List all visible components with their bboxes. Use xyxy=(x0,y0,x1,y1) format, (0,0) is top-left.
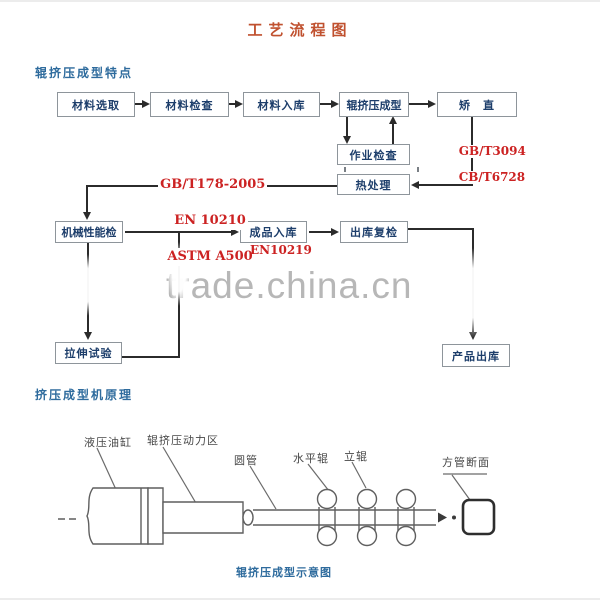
arrowhead-left xyxy=(411,181,419,189)
cylinder-flange xyxy=(148,488,163,544)
arrowhead-down xyxy=(83,212,91,220)
arrowhead-down xyxy=(84,332,92,340)
standards-group-3: EN10219 xyxy=(250,243,312,257)
flow-box-tensile-test: 拉伸试验 xyxy=(55,342,122,364)
leader-round-tube xyxy=(250,466,276,509)
arrowhead-down xyxy=(343,136,351,144)
roller-shafts xyxy=(319,507,414,531)
leader-horizontal-roll xyxy=(308,464,329,491)
flow-box-material-store: 材料入库 xyxy=(243,92,320,117)
arrowhead-right xyxy=(142,100,150,108)
flow-box-product-store: 成品入库 xyxy=(240,221,307,243)
leader-square-section xyxy=(443,474,487,500)
connector-line xyxy=(135,103,143,105)
flow-box-roll-extrusion: 辊挤压成型 xyxy=(339,92,409,117)
connector-line xyxy=(419,184,473,186)
flow-box-mechanical-test: 机械性能检 xyxy=(55,221,123,243)
roller-bottom-3 xyxy=(397,527,416,546)
arrowhead-right xyxy=(331,228,339,236)
flow-box-material-inspect: 材料检查 xyxy=(150,92,229,117)
roller-top-2 xyxy=(358,490,377,509)
section-title-flowchart: 辊挤压成型特点 xyxy=(35,66,134,80)
machine-diagram xyxy=(0,422,600,592)
leader-power-zone xyxy=(163,447,200,510)
label-vertical-roll: 立辊 xyxy=(344,450,368,463)
standard-text: CB/T6728 xyxy=(457,170,527,184)
roller-top-3 xyxy=(397,490,416,509)
connector-line xyxy=(392,124,394,144)
label-square-section: 方管断面 xyxy=(442,456,490,469)
label-round-tube: 圆管 xyxy=(234,454,258,467)
flow-box-operation-check: 作业检查 xyxy=(337,144,410,165)
tube-lines xyxy=(253,510,436,525)
arrowhead-right xyxy=(231,228,239,236)
connector-line xyxy=(86,185,88,213)
leader-vertical-roll xyxy=(352,462,366,488)
flow-box-product-outbound: 产品出库 xyxy=(442,344,510,367)
standard-text: ASTM A500 xyxy=(165,248,255,266)
flow-box-heat-treatment: 热处理 xyxy=(337,174,410,195)
direction-dot xyxy=(452,515,456,520)
flow-box-material-select: 材料选取 xyxy=(57,92,135,117)
standard-text: EN 10210 xyxy=(172,212,248,230)
roller-top-1 xyxy=(318,490,337,509)
connector-line xyxy=(125,231,232,233)
tube-end xyxy=(243,510,253,525)
standards-group-2: GB/T3094 CB/T6728 xyxy=(441,132,527,197)
label-power-zone: 辊挤压动力区 xyxy=(147,434,219,447)
standard-text: GB/T178-2005 xyxy=(158,176,268,194)
ghost-blur xyxy=(461,248,485,338)
page-title: 工艺流程图 xyxy=(247,21,353,39)
standard-text: GB/T3094 xyxy=(457,144,527,158)
square-tube-section xyxy=(463,500,494,534)
label-hydraulic-cylinder: 液压油缸 xyxy=(84,436,132,449)
cylinder-body xyxy=(87,488,148,544)
tick-mark xyxy=(417,167,419,172)
section-title-machine: 挤压成型机原理 xyxy=(35,388,134,402)
arrowhead-right xyxy=(235,100,243,108)
push-rod xyxy=(163,502,243,533)
watermark: trade.china.cn xyxy=(166,265,413,306)
connector-line xyxy=(229,103,236,105)
connector-line xyxy=(346,117,348,137)
arrowhead-right xyxy=(331,100,339,108)
flow-box-straighten: 矫 直 xyxy=(437,92,517,117)
connector-line xyxy=(320,103,332,105)
connector-line xyxy=(409,103,429,105)
connector-line xyxy=(122,356,180,358)
roller-bottom-2 xyxy=(358,527,377,546)
machine-caption: 辊挤压成型示意图 xyxy=(236,566,332,579)
tick-mark xyxy=(344,167,346,172)
arrowhead-up xyxy=(389,116,397,124)
leader-hydraulic-cylinder xyxy=(97,448,118,494)
direction-arrowhead xyxy=(438,512,447,523)
ghost-blur xyxy=(76,254,98,316)
standards-group-1: GB/T178-2005 EN 10210 ASTM A500 xyxy=(140,158,268,284)
label-horizontal-roll: 水平辊 xyxy=(293,452,329,465)
flow-box-outbound-recheck: 出库复检 xyxy=(340,221,408,243)
connector-line xyxy=(408,228,474,230)
arrowhead-right xyxy=(428,100,436,108)
connector-line xyxy=(309,231,332,233)
roller-bottom-1 xyxy=(318,527,337,546)
